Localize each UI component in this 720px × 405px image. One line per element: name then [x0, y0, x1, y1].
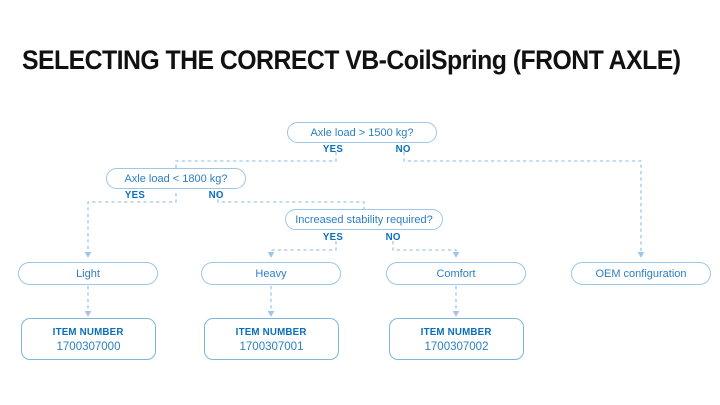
decision-node-axle-load-1500[interactable]: Axle load > 1500 kg? — [287, 122, 437, 143]
result-node-oem-configuration[interactable]: OEM configuration — [571, 262, 711, 285]
edge-q1-no — [403, 152, 645, 258]
branch-label-q1-no: NO — [395, 143, 411, 155]
result-node-label: Light — [76, 267, 100, 280]
item-number-box-comfort[interactable]: ITEM NUMBER 1700307002 — [389, 318, 524, 360]
item-number-box-heavy[interactable]: ITEM NUMBER 1700307001 — [204, 318, 339, 360]
page-title: SELECTING THE CORRECT VB-CoilSpring (FRO… — [22, 45, 681, 75]
branch-label-q3-yes: YES — [322, 231, 344, 243]
branch-label-q1-yes: YES — [322, 143, 344, 155]
result-node-light[interactable]: Light — [18, 262, 158, 285]
result-node-label: Comfort — [436, 267, 476, 280]
edge-q2-yes — [84, 193, 177, 258]
branch-label-q3-no: NO — [385, 231, 401, 243]
item-number-label: ITEM NUMBER — [236, 325, 307, 338]
item-number-label: ITEM NUMBER — [53, 325, 124, 338]
branch-label-q2-yes: YES — [124, 189, 146, 201]
edge-q3-yes — [267, 241, 337, 258]
decision-node-axle-load-1800[interactable]: Axle load < 1800 kg? — [106, 168, 246, 189]
result-node-label: OEM configuration — [595, 267, 687, 280]
result-node-comfort[interactable]: Comfort — [386, 262, 526, 285]
branch-label-q2-no: NO — [208, 189, 224, 201]
edge-q1-yes — [175, 152, 337, 168]
result-node-label: Heavy — [255, 267, 287, 280]
item-number-value: 1700307002 — [424, 340, 489, 353]
decision-node-label: Increased stability required? — [295, 213, 433, 226]
decision-node-label: Axle load > 1500 kg? — [310, 126, 414, 139]
edge-q2-no — [217, 193, 365, 209]
item-number-value: 1700307000 — [56, 340, 121, 353]
item-number-label: ITEM NUMBER — [421, 325, 492, 338]
edge-q3-no — [392, 241, 460, 258]
item-number-value: 1700307001 — [239, 340, 304, 353]
decision-node-increased-stability[interactable]: Increased stability required? — [285, 209, 443, 230]
decision-node-label: Axle load < 1800 kg? — [124, 172, 228, 185]
result-node-heavy[interactable]: Heavy — [201, 262, 341, 285]
item-number-box-light[interactable]: ITEM NUMBER 1700307000 — [21, 318, 156, 360]
